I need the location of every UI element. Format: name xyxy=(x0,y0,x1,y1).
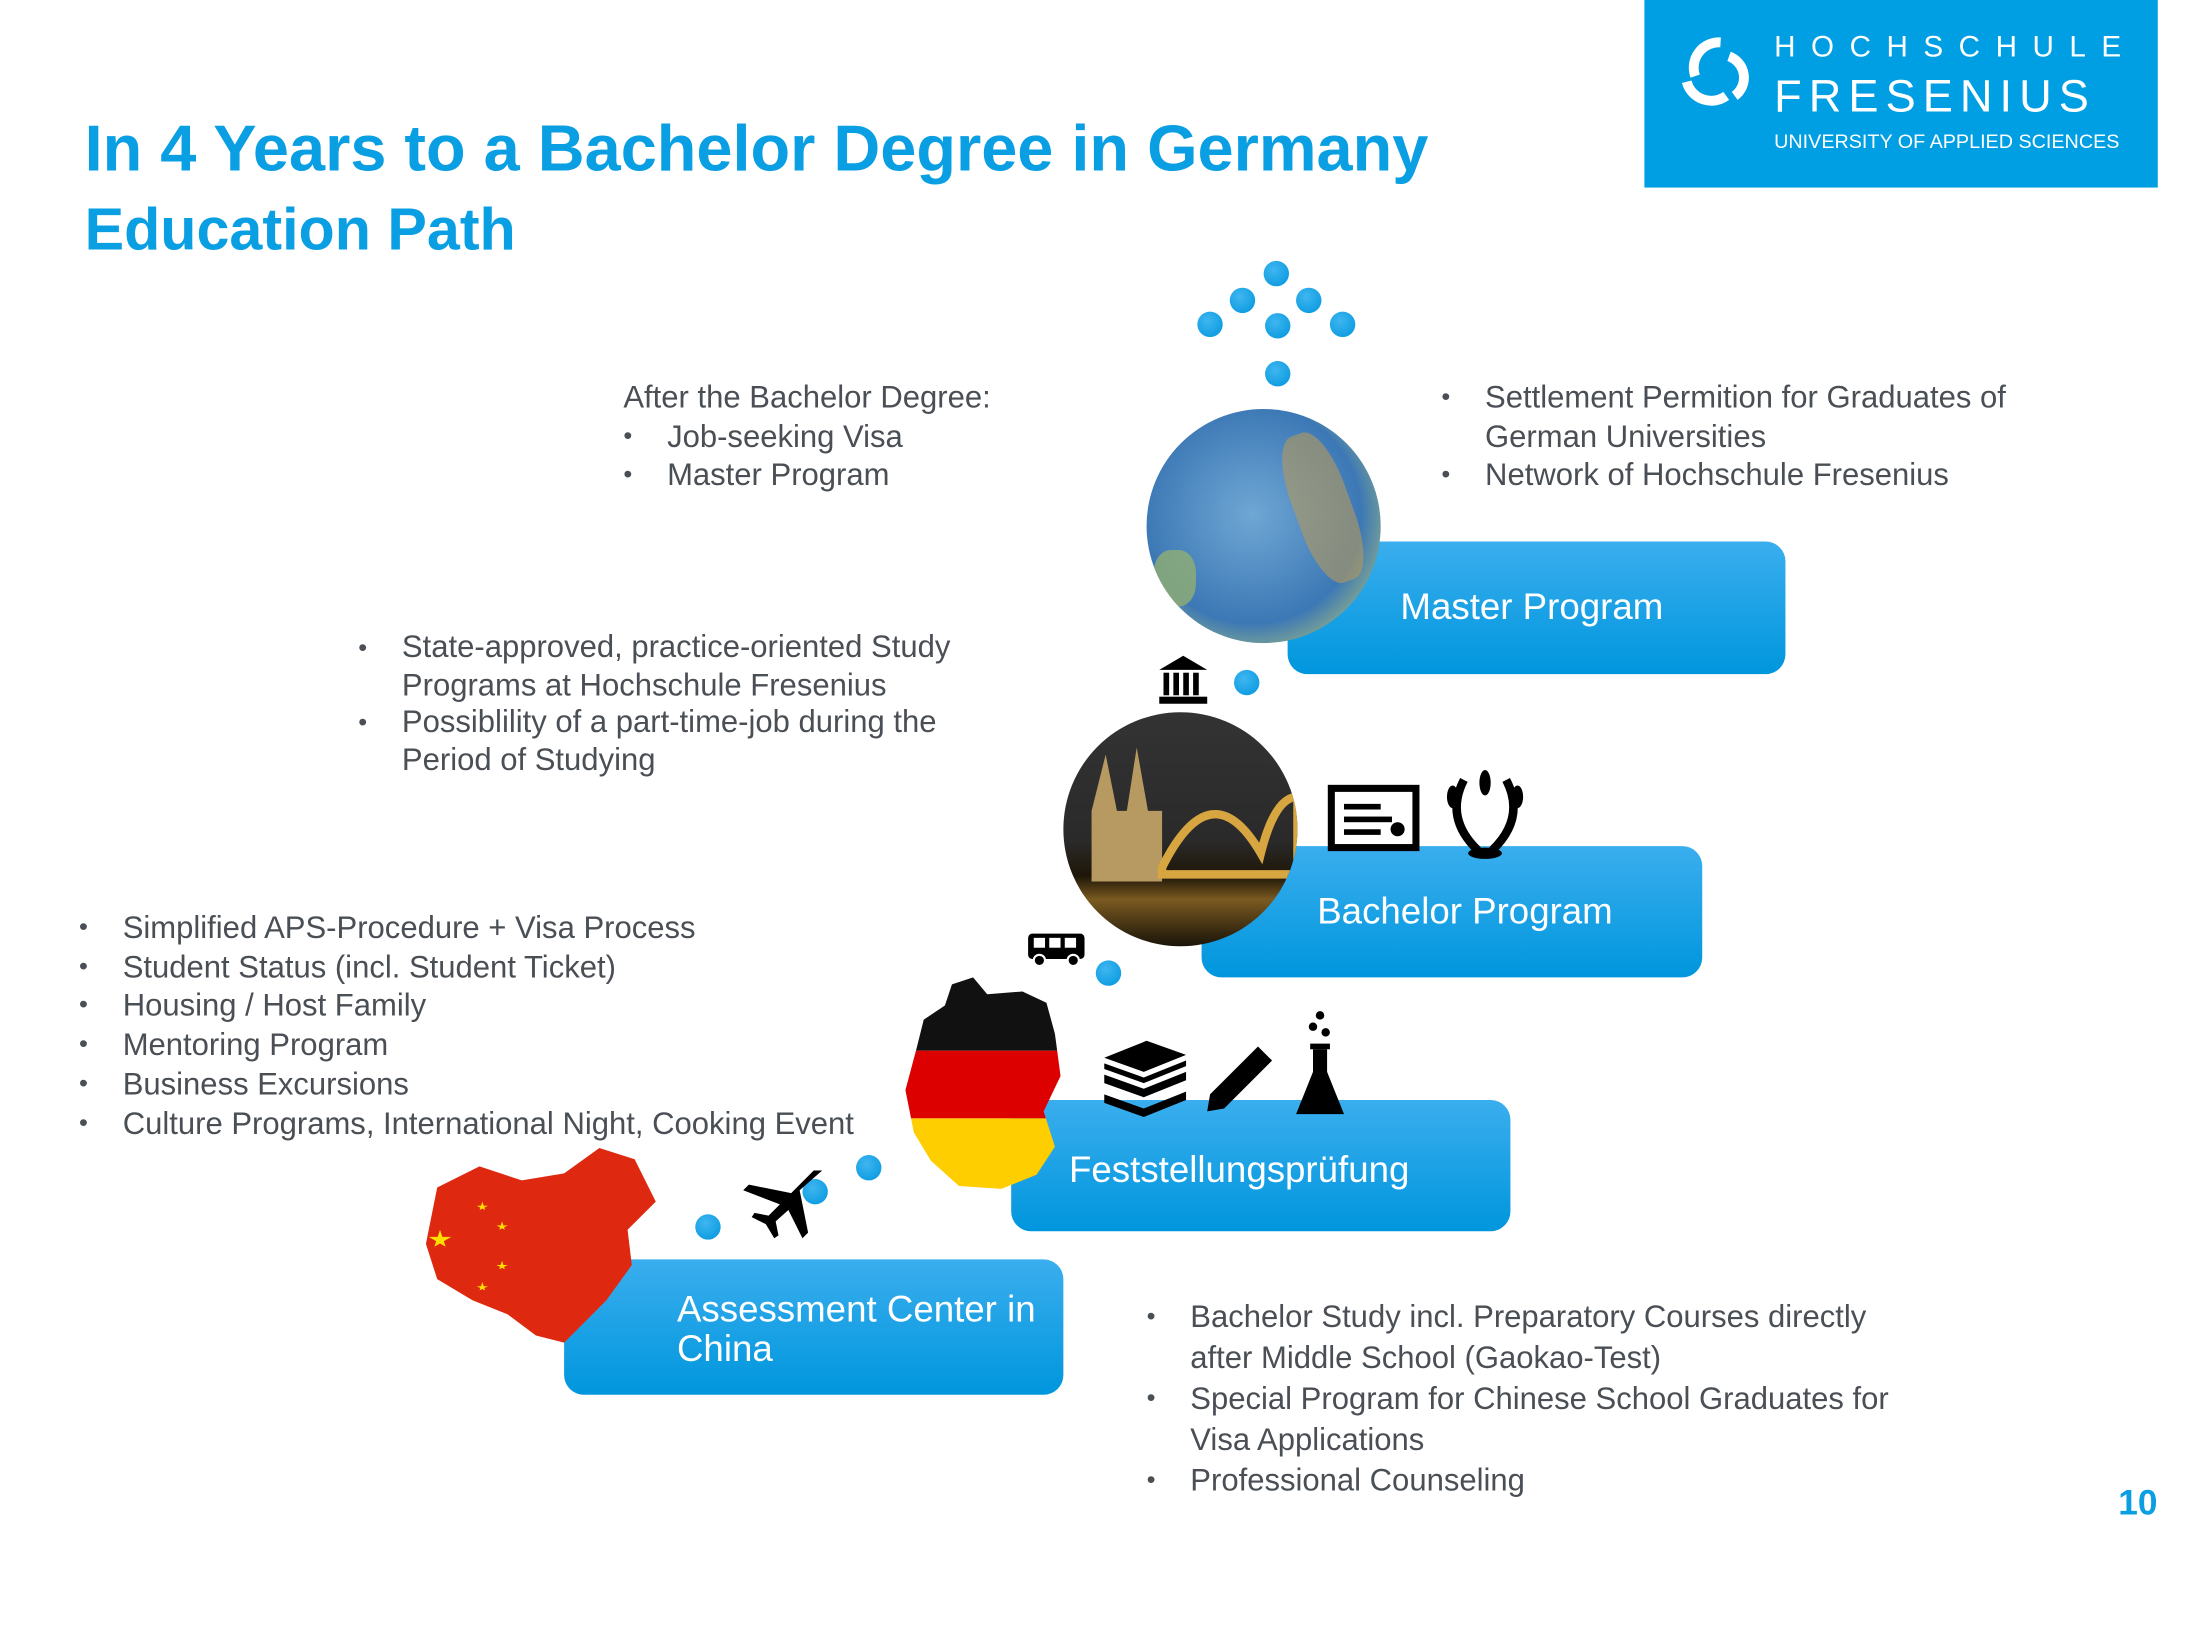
list-item: Student Status (incl. Student Ticket) xyxy=(79,947,854,986)
list-item: Job-seeking Visa xyxy=(623,417,990,456)
list-item-text: after Middle School (Gaokao-Test) xyxy=(1190,1339,1662,1376)
step-label-line2: China xyxy=(676,1327,773,1370)
step-label-line1: Assessment Center in xyxy=(676,1287,1036,1330)
master-notes: Settlement Permition for Graduates ofGer… xyxy=(1441,378,2006,494)
flask-icon xyxy=(1296,1011,1345,1115)
path-dot xyxy=(695,1214,721,1240)
list-item: State-approved, practice-oriented StudyP… xyxy=(358,629,950,704)
list-item-text: Programs at Hochschule Fresenius xyxy=(401,666,887,702)
list-item-text: German Universities xyxy=(1485,418,1767,454)
china-map-icon xyxy=(425,1147,656,1343)
step-master-program: Master Program xyxy=(1287,541,1786,675)
notes-heading: After the Bachelor Degree: xyxy=(623,379,991,415)
step-label: Master Program xyxy=(1400,585,1664,628)
page-number: 10 xyxy=(2118,1483,2158,1524)
list-item: Master Program xyxy=(623,456,990,495)
path-dot xyxy=(1197,311,1223,338)
path-dot xyxy=(1263,260,1290,287)
airplane-icon xyxy=(743,1170,823,1239)
after-bachelor-notes: After the Bachelor Degree: Job-seeking V… xyxy=(623,378,990,494)
globe-image xyxy=(1146,408,1381,644)
bachelor-notes: State-approved, practice-oriented StudyP… xyxy=(358,629,950,778)
page-title: In 4 Years to a Bachelor Degree in Germa… xyxy=(84,111,1429,185)
list-item: Business Excursions xyxy=(79,1065,854,1104)
list-item: Culture Programs, International Night, C… xyxy=(79,1104,854,1143)
list-item: Mentoring Program xyxy=(79,1025,854,1064)
list-item: Simplified APS-Procedure + Visa Process xyxy=(79,908,854,947)
pencil-icon xyxy=(1207,1046,1273,1112)
list-item: Settlement Permition for Graduates ofGer… xyxy=(1441,378,2006,456)
step-label: Bachelor Program xyxy=(1317,889,1613,933)
support-notes: Simplified APS-Procedure + Visa Process … xyxy=(79,908,854,1142)
list-item: Bachelor Study incl. Preparatory Courses… xyxy=(1147,1296,1889,1378)
path-dot xyxy=(1296,287,1322,314)
step-feststellungspruefung: Feststellungsprüfung xyxy=(1011,1100,1511,1232)
logo-line2: FRESENIUS xyxy=(1774,70,2096,122)
path-dot xyxy=(1265,313,1291,339)
list-item-text: State-approved, practice-oriented Study xyxy=(401,628,951,665)
list-item: Housing / Host Family xyxy=(79,986,854,1025)
list-item-text: Possiblility of a part-time-job during t… xyxy=(401,703,937,739)
path-dot xyxy=(1095,960,1122,986)
cologne-cathedral-image xyxy=(1063,712,1298,947)
list-item-text: Bachelor Study incl. Preparatory Courses… xyxy=(1190,1298,1867,1335)
books-icon xyxy=(1104,1040,1187,1117)
list-item: Professional Counseling xyxy=(1147,1460,1889,1501)
list-item-text: Period of Studying xyxy=(401,741,656,777)
page-subtitle: Education Path xyxy=(84,196,516,263)
step-assessment-center: Assessment Center in China xyxy=(564,1259,1064,1395)
path-dot xyxy=(1234,669,1260,696)
list-item-text: Special Program for Chinese School Gradu… xyxy=(1190,1380,1889,1416)
list-item-text: Visa Applications xyxy=(1190,1421,1425,1457)
list-item-text: Settlement Permition for Graduates of xyxy=(1485,379,2006,415)
logo-line3: UNIVERSITY OF APPLIED SCIENCES xyxy=(1774,129,2120,153)
path-dot xyxy=(1229,287,1256,314)
germany-map-icon xyxy=(905,977,1061,1189)
list-item: Possiblility of a part-time-job during t… xyxy=(358,704,950,779)
china-notes: Bachelor Study incl. Preparatory Courses… xyxy=(1147,1296,1889,1500)
path-dot xyxy=(1265,361,1291,387)
path-dot xyxy=(1329,311,1356,338)
university-logo: HOCHSCHULE FRESENIUS UNIVERSITY OF APPLI… xyxy=(1644,0,2158,188)
bus-icon xyxy=(1028,933,1085,968)
path-dot xyxy=(856,1155,882,1181)
certificate-icon xyxy=(1327,784,1420,852)
logo-mark-icon xyxy=(1681,37,1749,106)
list-item: Special Program for Chinese School Gradu… xyxy=(1147,1378,1889,1460)
logo-line1: HOCHSCHULE xyxy=(1774,31,2137,64)
university-building-icon xyxy=(1159,655,1208,704)
laurel-wreath-icon xyxy=(1446,770,1524,859)
step-label: Feststellungsprüfung xyxy=(1069,1147,1410,1191)
list-item: Network of Hochschule Fresenius xyxy=(1441,456,2006,495)
